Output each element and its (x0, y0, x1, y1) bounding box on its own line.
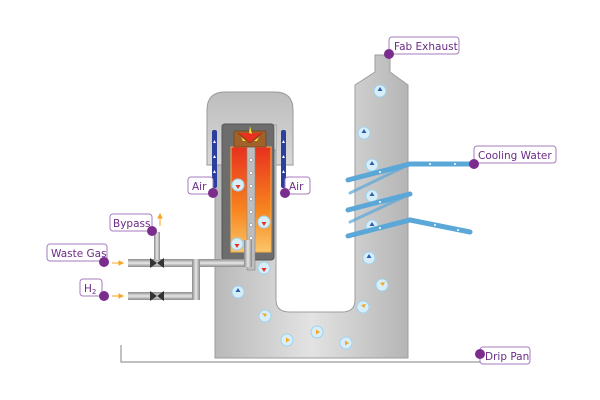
valve-icon (150, 258, 164, 301)
label-air-left: Air (192, 181, 207, 193)
callout-air-left: Air (187, 176, 218, 198)
label-cooling-water: Cooling Water (478, 150, 552, 162)
burner-flame-icon (233, 126, 267, 148)
inlet-arrows (112, 212, 163, 299)
label-air-right: Air (289, 181, 304, 193)
svg-text:H2: H2 (84, 283, 96, 296)
up-arrows (235, 87, 383, 292)
callout-h2: H2 (79, 278, 109, 301)
down-arrows (234, 185, 267, 272)
callout-cooling-water: Cooling Water (469, 145, 557, 169)
label-h2-subscript: 2 (92, 288, 96, 296)
callout-bypass: Bypass (109, 213, 157, 236)
callout-fab-exhaust: Fab Exhaust (384, 36, 460, 59)
label-waste-gas: Waste Gas (51, 248, 107, 260)
label-drip-pan: Drip Pan (485, 351, 529, 363)
cooling-coil (345, 161, 473, 239)
air-duct-left (212, 130, 217, 188)
label-h2: H (84, 283, 92, 295)
side-arrows (262, 282, 385, 346)
callout-air-right: Air (280, 176, 311, 198)
label-fab-exhaust: Fab Exhaust (394, 41, 458, 53)
burner-dome (206, 91, 294, 166)
callout-waste-gas: Waste Gas (46, 243, 109, 267)
callout-drip-pan: Drip Pan (475, 346, 531, 365)
air-duct-right (281, 130, 286, 188)
drip-pan-line (120, 345, 480, 363)
label-bypass: Bypass (113, 218, 150, 230)
